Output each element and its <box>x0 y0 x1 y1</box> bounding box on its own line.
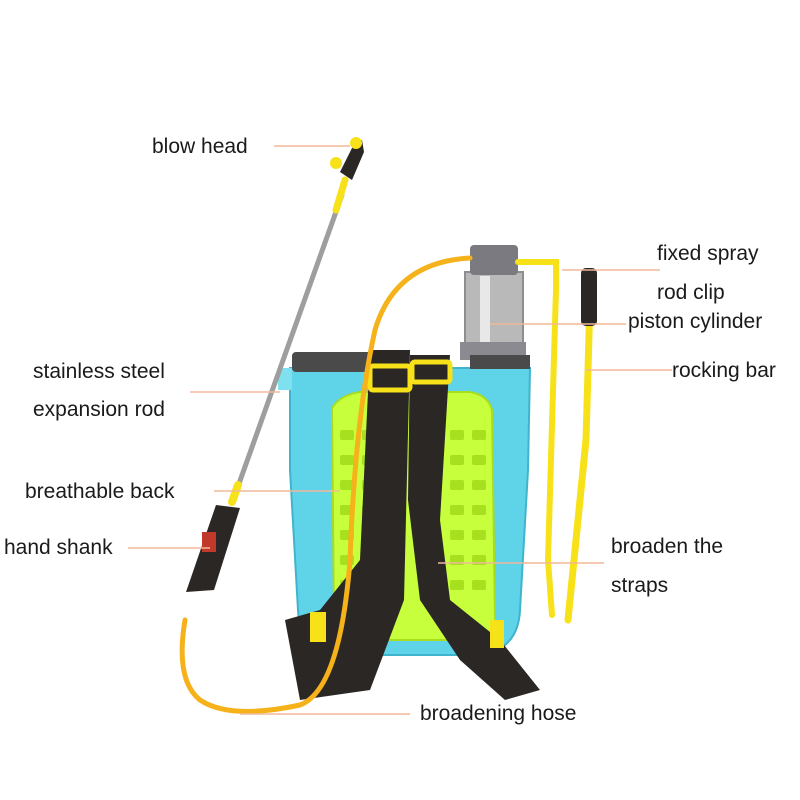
broadening-hose <box>179 255 473 714</box>
label-broadening-hose: broadening hose <box>420 702 577 725</box>
label-blow-head: blow head <box>152 135 248 158</box>
label-stainless-steel-line2: expansion rod <box>33 398 165 421</box>
label-broaden-straps-line1: broaden the <box>611 535 724 558</box>
label-stainless-steel-line1: stainless steel <box>33 360 165 383</box>
label-rocking-bar: rocking bar <box>672 359 776 382</box>
label-breathable-back: breathable back <box>25 480 175 503</box>
label-fixed-spray-rod-clip-line2: rod clip <box>657 281 725 304</box>
straps <box>285 350 540 700</box>
label-hand-shank: hand shank <box>4 536 113 559</box>
label-broaden-straps-line2: straps <box>611 574 669 597</box>
leader-lines <box>128 145 672 715</box>
label-fixed-spray-rod-clip-line1: fixed spray <box>657 242 759 265</box>
piston-cylinder <box>460 245 530 369</box>
rocking-bar <box>515 259 597 624</box>
label-piston-cylinder: piston cylinder <box>628 310 763 333</box>
spray-lance <box>186 137 364 592</box>
